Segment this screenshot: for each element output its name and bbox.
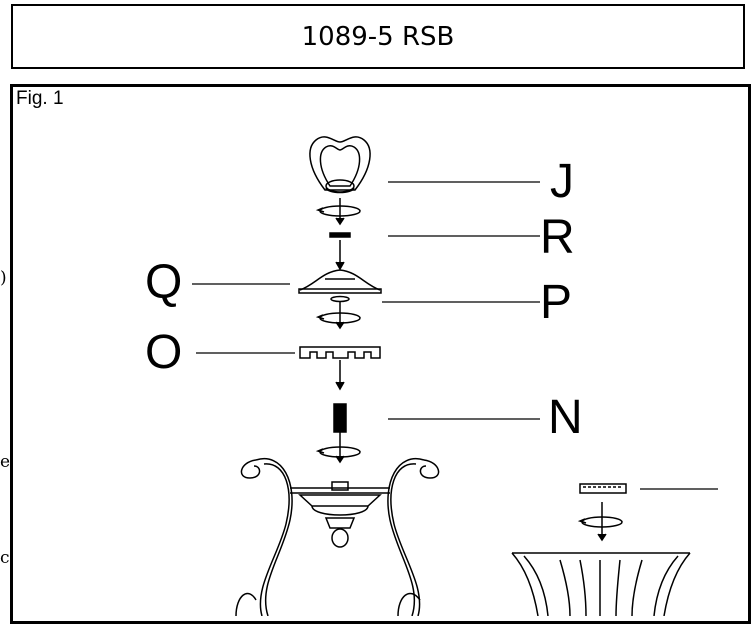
part-j-loop-illustration [309, 136, 371, 194]
part-label-o: O [145, 326, 183, 379]
edge-text-2: e [0, 452, 11, 472]
part-label-r: R [540, 211, 575, 264]
figure-label: Fig. 1 [16, 88, 64, 109]
part-p-nut-illustration [315, 295, 361, 330]
rotation-arrow-1 [315, 205, 361, 217]
part-n-nipple-illustration [315, 403, 361, 464]
part-label-n: N [548, 391, 583, 444]
edge-text-1: ) [0, 268, 7, 288]
shade-assembly-illustration [511, 483, 691, 616]
model-number-header: 1089-5 RSB [11, 4, 745, 69]
part-q-canopy-illustration [298, 269, 382, 294]
part-r-ring-illustration [329, 232, 351, 238]
part-label-p: P [540, 276, 573, 329]
part-label-j: J [550, 155, 574, 208]
fixture-body-illustration [235, 457, 440, 616]
edge-text-3: c [0, 548, 10, 568]
part-o-coupler-illustration [299, 346, 381, 359]
part-label-q: Q [145, 256, 183, 309]
model-number: 1089-5 RSB [301, 21, 455, 52]
